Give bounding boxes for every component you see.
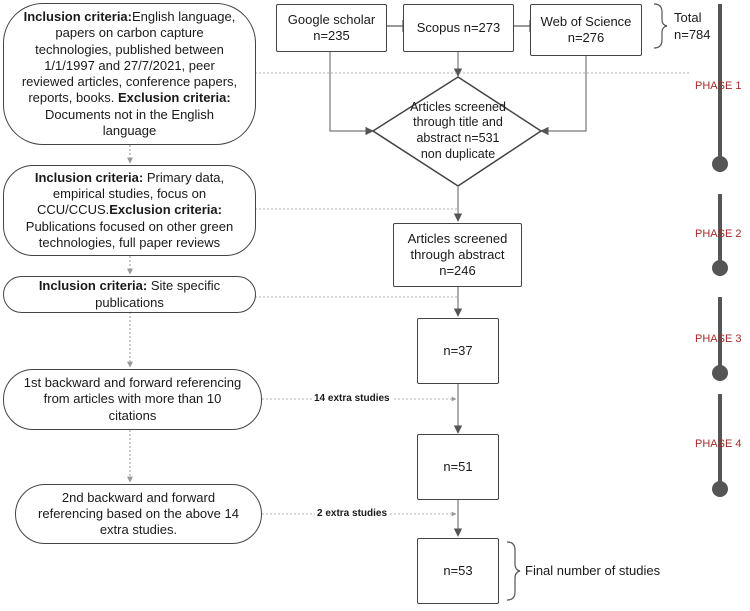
c1-exclusion-text: Documents not in the English language <box>44 106 215 138</box>
backward-forward-1: 1st backward and forward referencing fro… <box>3 369 262 430</box>
phase-label-3: PHASE 3 <box>695 333 742 345</box>
c1-inclusion-text: English language, papers on carbon captu… <box>21 9 238 106</box>
total-label: Total n=784 <box>674 10 711 42</box>
abstract-screen-box: Articles screened through abstract n=246 <box>393 223 522 287</box>
backward-forward-2: 2nd backward and forward referencing bas… <box>15 484 262 544</box>
final-brace <box>506 541 521 601</box>
c2-exclusion-heading: Exclusion criteria: <box>109 202 222 218</box>
c3-inclusion-heading: Inclusion criteria: <box>38 278 148 294</box>
n51-label: n=51 <box>443 458 473 474</box>
criteria-phase1: Inclusion criteria:English language, pap… <box>3 3 256 145</box>
phase2-end-dot <box>712 260 728 276</box>
edge-google-to-screen <box>329 52 374 136</box>
criteria-phase3: Inclusion criteria: Site specific public… <box>3 276 256 313</box>
source-wos-label: Web of Science n=276 <box>540 13 632 45</box>
c3-inclusion-text: Site specific publications <box>95 278 221 310</box>
n51-box: n=51 <box>417 434 499 500</box>
c1-inclusion-heading: Inclusion criteria: <box>23 9 132 24</box>
criteria-phase2-text: Inclusion criteria: Primary data, empiri… <box>18 170 241 251</box>
n53-label: n=53 <box>443 562 473 578</box>
c1-exclusion-heading: Exclusion criteria: <box>117 90 231 106</box>
edge-label-14-extra: 14 extra studies <box>312 393 392 404</box>
backward-forward-1-text: 1st backward and forward referencing fro… <box>23 375 242 423</box>
phase-label-4: PHASE 4 <box>695 438 742 450</box>
c2-exclusion-text: Publications focused on other green tech… <box>25 218 234 250</box>
n37-box: n=37 <box>417 318 499 384</box>
abstract-screen-label: Articles screened through abstract n=246 <box>407 230 508 279</box>
total-brace <box>653 3 668 49</box>
n37-label: n=37 <box>443 342 473 358</box>
source-google-label: Google scholar n=235 <box>287 11 376 43</box>
source-scopus: Scopus n=273 <box>403 4 514 52</box>
edge-label-2-extra: 2 extra studies <box>315 508 390 519</box>
phase-label-1: PHASE 1 <box>695 80 742 92</box>
criteria-phase1-text: Inclusion criteria:English language, pap… <box>18 9 241 139</box>
c2-inclusion-heading: Inclusion criteria: <box>34 169 144 185</box>
c2-inclusion-text: Primary data, empirical studies, focus o… <box>37 169 225 218</box>
source-web-of-science: Web of Science n=276 <box>530 4 642 56</box>
source-google-scholar: Google scholar n=235 <box>276 4 387 52</box>
phase-label-2: PHASE 2 <box>695 228 742 240</box>
diamond-label: Articles screened through title and abst… <box>410 99 506 161</box>
phase4-end-dot <box>712 481 728 497</box>
phase1-end-dot <box>712 156 728 172</box>
phase3-end-dot <box>712 365 728 381</box>
n53-box: n=53 <box>417 538 499 604</box>
criteria-phase3-text: Inclusion criteria: Site specific public… <box>18 278 241 311</box>
source-scopus-label: Scopus n=273 <box>416 19 501 35</box>
backward-forward-2-text: 2nd backward and forward referencing bas… <box>38 489 239 538</box>
edge-wos-to-screen <box>540 56 587 136</box>
final-number-label: Final number of studies <box>525 563 661 578</box>
criteria-phase2: Inclusion criteria: Primary data, empiri… <box>3 165 256 256</box>
